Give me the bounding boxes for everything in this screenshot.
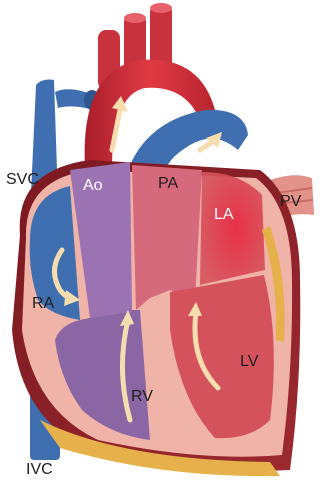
- label-pv: PV: [280, 194, 301, 210]
- label-la: LA: [214, 207, 234, 223]
- label-ao: Ao: [83, 178, 103, 194]
- left-atrium: [200, 172, 265, 285]
- label-lv: LV: [240, 354, 258, 370]
- label-rv: RV: [131, 389, 153, 405]
- label-ivc: IVC: [26, 462, 53, 478]
- label-svc: SVC: [6, 172, 39, 188]
- label-pa: PA: [158, 176, 178, 192]
- label-ra: RA: [32, 296, 54, 312]
